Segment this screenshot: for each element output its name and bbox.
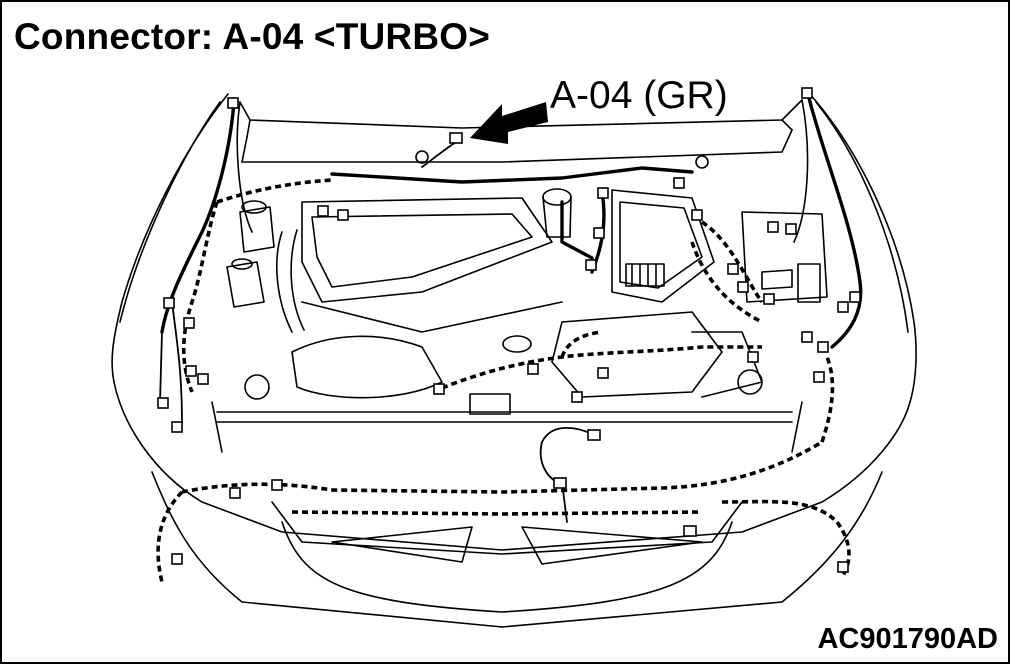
figure-id: AC901790AD	[817, 623, 998, 655]
front-bumper-outline	[113, 381, 911, 551]
callout-arrow-icon	[470, 102, 548, 144]
grille-outline	[271, 501, 743, 555]
harness-front-crossmember	[181, 440, 823, 494]
connector-a04	[449, 132, 463, 144]
connector-callout-label: A-04 (GR)	[550, 74, 728, 117]
harness-cowl	[330, 166, 694, 184]
left-fender-outline	[111, 93, 229, 383]
left-strut-cap	[244, 374, 270, 400]
harness-left-engine	[216, 178, 333, 204]
right-fender-outline	[807, 91, 917, 403]
hood-outline	[239, 99, 803, 129]
battery-outline	[741, 211, 828, 303]
fuse-box-outline	[611, 189, 715, 303]
engine-cover-outline	[301, 197, 553, 303]
coolant-reservoir-outline	[239, 206, 275, 253]
harness-right-hood	[806, 92, 863, 349]
brake-reservoir-outline	[542, 188, 572, 206]
diagram-title: Connector: A-04 <TURBO>	[14, 16, 491, 57]
